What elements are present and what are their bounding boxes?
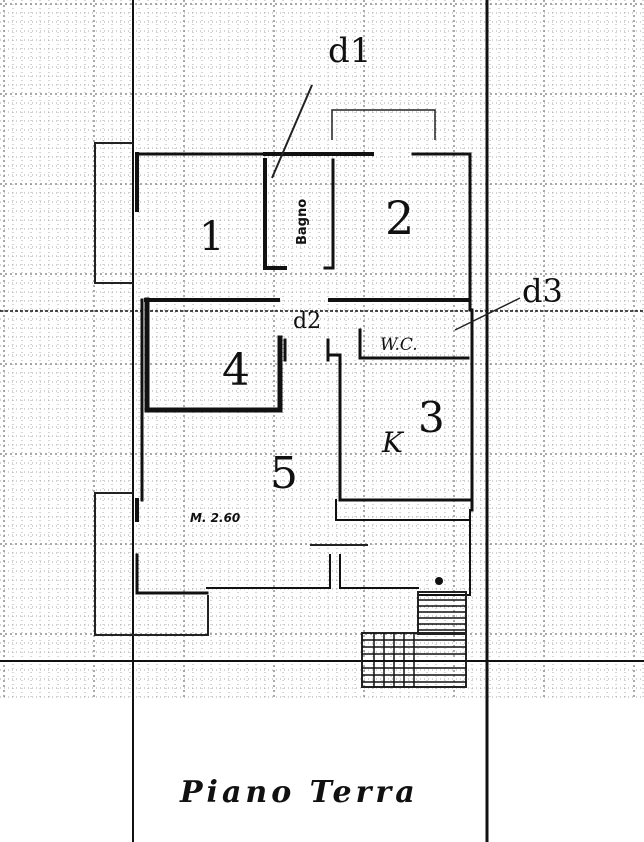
bathroom-label: Bagno [295,199,310,245]
area-label: M. 2.60 [190,511,240,525]
plan-title: Piano Terra [179,775,419,810]
annotation-d2: d2 [293,309,321,334]
room-label-2: 2 [385,191,414,245]
balcony-outlines [94,109,436,636]
room-label-3: 3 [418,393,445,442]
wc-label: W.C. [380,335,418,355]
room-label-5: 5 [270,448,298,499]
room-label-1: 1 [199,214,224,260]
annotation-d1: d1 [328,31,371,71]
annotation-d3: d3 [522,272,563,310]
graph-paper-grid [0,0,644,700]
room-label-4: 4 [222,345,250,396]
leader-lines [271,84,521,331]
staircase [361,577,467,688]
interior-walls [144,158,472,546]
exterior-walls [135,152,474,596]
kitchen-label: K [381,426,405,459]
